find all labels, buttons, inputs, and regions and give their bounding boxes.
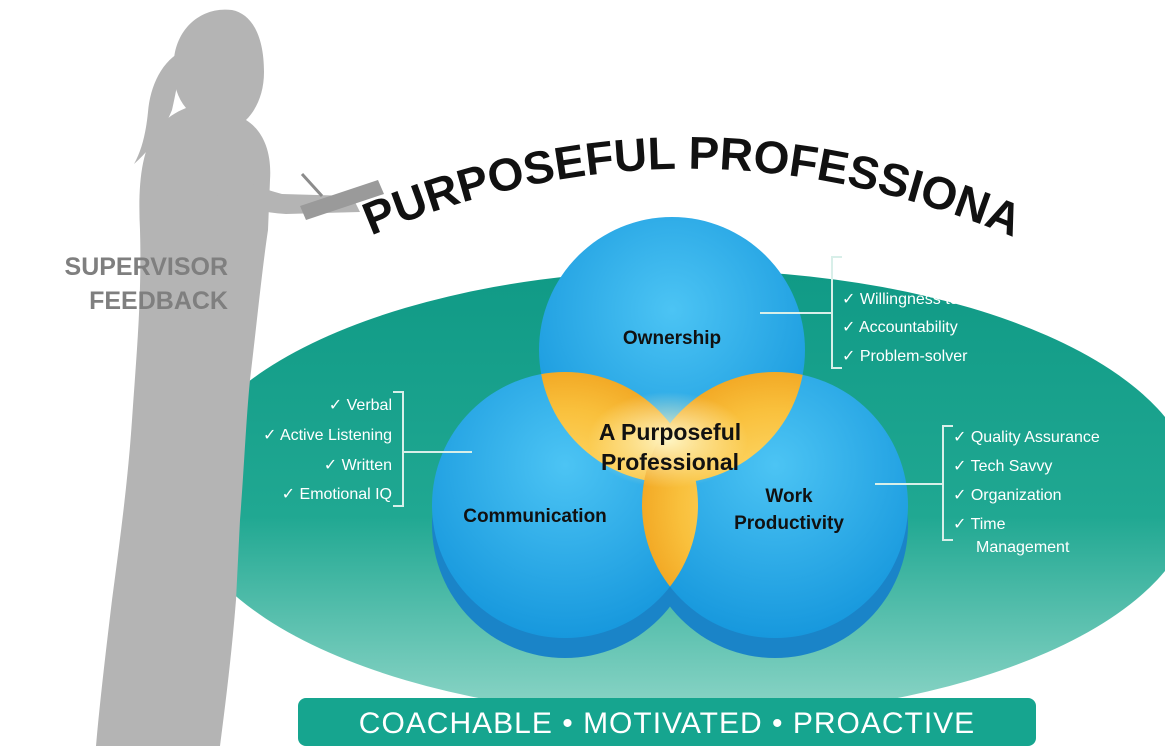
list-item: ✓ Verbal <box>329 397 392 414</box>
work-list: ✓ Quality Assurance ✓ Tech Savvy ✓ Organ… <box>953 429 1100 556</box>
check-icon: ✓ <box>842 291 855 308</box>
list-item: ✓ Tech Savvy <box>953 458 1052 475</box>
check-icon: ✓ <box>282 486 295 503</box>
check-icon: ✓ <box>842 348 855 365</box>
list-item: ✓ Accountability <box>842 319 958 336</box>
list-item: ✓ Time <box>953 516 1006 533</box>
woman-silhouette-icon <box>96 9 360 746</box>
feedback-label: FEEDBACK <box>89 287 228 315</box>
ownership-list: ✓ Integrity ✓ Willingness to learn ✓ Acc… <box>842 263 999 365</box>
supervisor-label: SUPERVISOR <box>65 253 228 281</box>
check-icon: ✓ <box>842 319 855 336</box>
list-item: ✓ Organization <box>953 487 1062 504</box>
check-icon: ✓ <box>953 429 966 446</box>
bottom-banner <box>298 698 1036 746</box>
check-icon: ✓ <box>953 487 966 504</box>
check-icon: ✓ <box>953 458 966 475</box>
list-item: ✓ Integrity <box>842 263 917 280</box>
check-icon: ✓ <box>329 397 342 414</box>
productivity-label: Productivity <box>734 513 844 534</box>
list-item: ✓ Emotional IQ <box>282 486 392 503</box>
clipboard-icon <box>300 172 384 220</box>
work-label: Work <box>765 486 813 507</box>
check-icon: ✓ <box>953 516 966 533</box>
communication-label: Communication <box>463 506 607 527</box>
check-icon: ✓ <box>324 457 337 474</box>
venn-overlaps <box>539 372 805 638</box>
check-icon: ✓ <box>263 427 276 444</box>
communication-list: ✓ Verbal ✓ Active Listening ✓ Written ✓ … <box>263 397 392 503</box>
banner-text: COACHABLE • MOTIVATED • PROACTIVE <box>359 707 975 740</box>
list-item: ✓ Willingness to learn <box>842 291 999 308</box>
list-item: ✓ Problem-solver <box>842 348 968 365</box>
check-icon: ✓ <box>842 263 855 280</box>
center-label-line1: A Purposeful <box>599 419 741 445</box>
list-item: ✓ Active Listening <box>263 427 392 444</box>
center-label-line2: Professional <box>601 449 739 475</box>
bracket-lines <box>393 256 953 541</box>
list-item: ✓ Quality Assurance <box>953 429 1100 446</box>
list-item-continuation: Management <box>976 539 1070 556</box>
list-item: ✓ Written <box>324 457 392 474</box>
ownership-label: Ownership <box>623 328 721 349</box>
